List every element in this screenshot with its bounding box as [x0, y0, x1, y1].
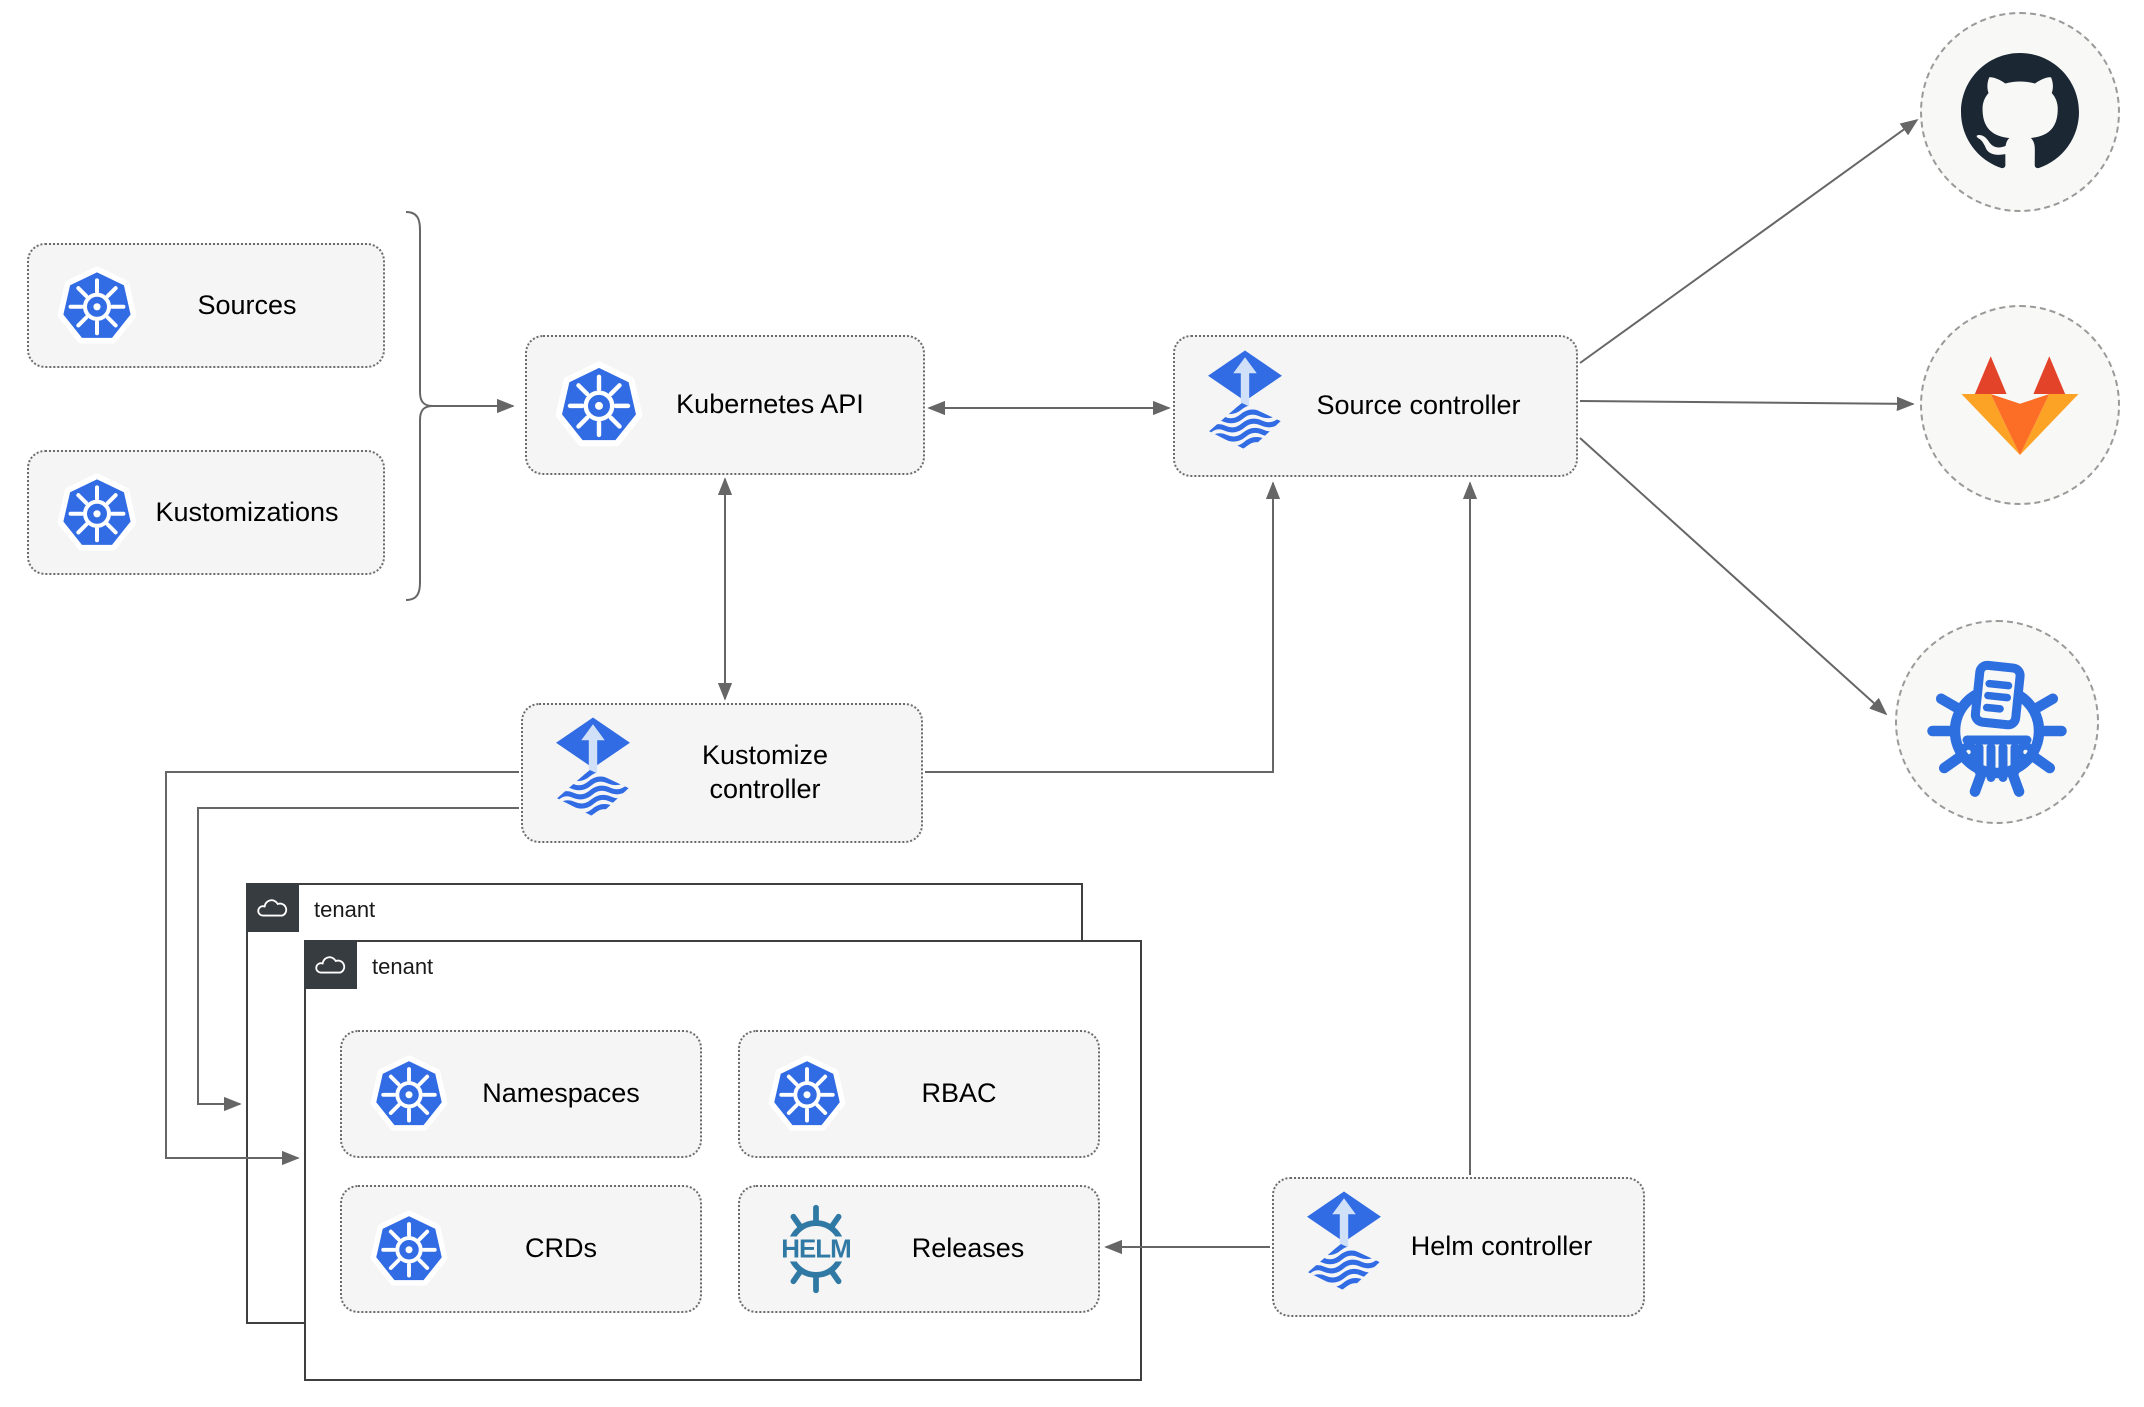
node-label: Kubernetes API: [676, 389, 864, 420]
node-source-controller: Source controller: [1173, 335, 1578, 477]
edge-kustomize-source: [925, 481, 1281, 773]
node-label: RBAC: [921, 1078, 997, 1109]
github-icon: [1961, 53, 2079, 169]
tenant-label: tenant: [372, 954, 434, 979]
node-label: Helm controller: [1410, 1231, 1593, 1262]
node-crds: CRDs: [340, 1185, 702, 1313]
tenant-label: tenant: [314, 897, 376, 922]
helm-icon: HELM: [768, 1201, 864, 1297]
external-github: [1920, 12, 2120, 212]
tenant-box-front: tenant: [304, 940, 1142, 1381]
node-kustomize-controller: Kustomize controller: [521, 703, 923, 843]
edge-source-gitlab: [1579, 396, 1915, 412]
node-namespaces: Namespaces: [340, 1030, 702, 1158]
edge-source-registry: [1579, 437, 1888, 716]
flux-icon: [551, 717, 635, 829]
tenant-tab: [246, 883, 299, 932]
node-label: Kustomizations: [155, 496, 339, 527]
kubernetes-icon: [370, 1055, 448, 1133]
edge-source-github: [1579, 118, 1919, 364]
kubernetes-icon: [57, 472, 137, 553]
node-helm-controller: Helm controller: [1272, 1177, 1645, 1317]
node-rbac: RBAC: [738, 1030, 1100, 1158]
node-label: CRDs: [525, 1233, 597, 1264]
flux-icon: [1203, 350, 1287, 462]
kubernetes-icon: [768, 1055, 846, 1133]
node-label: Source controller: [1316, 390, 1521, 421]
node-label: Namespaces: [482, 1078, 640, 1109]
kubernetes-icon: [370, 1210, 448, 1288]
helm-repository-icon: [1927, 660, 2067, 797]
tenant-tab: [304, 940, 357, 989]
kubernetes-icon: [555, 361, 643, 449]
external-helm-repository: [1895, 620, 2099, 824]
flux-icon: [1302, 1191, 1386, 1303]
node-label: Sources: [197, 289, 297, 320]
kubernetes-icon: [57, 265, 137, 346]
node-releases: HELM Releases: [738, 1185, 1100, 1313]
node-kubernetes-api: Kubernetes API: [525, 335, 925, 475]
gitlab-icon: [1961, 356, 2079, 456]
node-label: Kustomize controller: [701, 740, 829, 804]
helm-logo-word: HELM: [781, 1236, 851, 1264]
cloud-icon: [256, 898, 287, 916]
cloud-icon: [314, 955, 345, 973]
node-label: Releases: [911, 1233, 1025, 1264]
external-gitlab: [1920, 305, 2120, 505]
node-kustomizations: Kustomizations: [27, 450, 385, 575]
brace-sources-group: [405, 211, 434, 601]
node-sources: Sources: [27, 243, 385, 368]
